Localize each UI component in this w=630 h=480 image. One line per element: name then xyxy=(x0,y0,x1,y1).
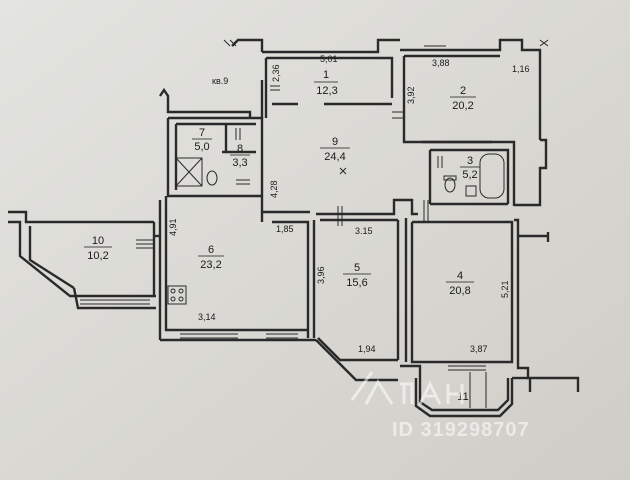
dim-room6-width: 3,14 xyxy=(198,312,216,322)
dim-hall-width: 1,85 xyxy=(276,224,294,234)
dimensions: 5,01 2,36 3,88 3,92 1,16 4,28 1,85 3.15 … xyxy=(168,54,530,354)
watermark: ID 319298707 xyxy=(350,371,530,441)
room-4-number: 4 xyxy=(457,270,463,282)
watermark-logo-icon xyxy=(350,371,464,405)
room-6-number: 6 xyxy=(208,244,214,256)
watermark-id: ID 319298707 xyxy=(392,419,530,441)
dim-room6-height: 4,91 xyxy=(168,218,178,236)
dim-room1-height: 2,36 xyxy=(271,64,281,82)
dim-room2-side: 1,16 xyxy=(512,64,530,74)
room-1-area: 12,3 xyxy=(316,85,337,97)
room-6-area: 23,2 xyxy=(200,259,221,271)
room-10: 10 10,2 xyxy=(84,235,112,262)
room-2-area: 20,2 xyxy=(452,100,473,112)
dim-room4-height: 5,21 xyxy=(500,280,510,298)
dim-room5-height: 3,96 xyxy=(316,266,326,284)
apartment-label: кв.9 xyxy=(212,76,228,86)
room-8-number: 8 xyxy=(237,143,243,155)
room-2-number: 2 xyxy=(460,85,466,97)
room-3-number: 3 xyxy=(467,155,473,167)
room-8-area: 3,3 xyxy=(232,157,247,169)
room-5-number: 5 xyxy=(354,262,360,274)
dim-room2-height: 3,92 xyxy=(406,86,416,104)
room-3: 3 5,2 xyxy=(460,155,480,181)
dim-room2-width: 3,88 xyxy=(432,58,450,68)
room-labels: 1 12,3 2 20,2 3 5,2 4 20,8 5 15,6 6 23,2 xyxy=(84,69,480,403)
fixtures xyxy=(80,39,549,408)
room-7-area: 5,0 xyxy=(194,141,209,153)
room-10-number: 10 xyxy=(92,235,104,247)
dim-room5-bottom: 1,94 xyxy=(358,344,376,354)
room-7: 7 5,0 xyxy=(192,127,212,153)
dim-room5-top: 3.15 xyxy=(355,226,373,236)
room-6: 6 23,2 xyxy=(198,244,224,271)
room-8: 8 3,3 xyxy=(230,143,250,169)
room-9-number: 9 xyxy=(332,136,338,148)
dim-room1-width: 5,01 xyxy=(320,54,338,64)
room-9: 9 24,4 xyxy=(320,136,350,163)
room-1-number: 1 xyxy=(323,69,329,81)
room-5: 5 15,6 xyxy=(343,262,371,289)
dim-hall-height: 4,28 xyxy=(269,180,279,198)
room-10-area: 10,2 xyxy=(87,250,108,262)
room-2: 2 20,2 xyxy=(450,85,476,112)
room-4: 4 20,8 xyxy=(446,270,474,297)
room-5-area: 15,6 xyxy=(346,277,367,289)
room-4-area: 20,8 xyxy=(449,285,470,297)
walls xyxy=(8,38,580,418)
room-9-area: 24,4 xyxy=(324,151,345,163)
room-1: 1 12,3 xyxy=(314,69,338,97)
dim-room4-width: 3,87 xyxy=(470,344,488,354)
room-3-area: 5,2 xyxy=(462,169,477,181)
room-7-number: 7 xyxy=(199,127,205,139)
